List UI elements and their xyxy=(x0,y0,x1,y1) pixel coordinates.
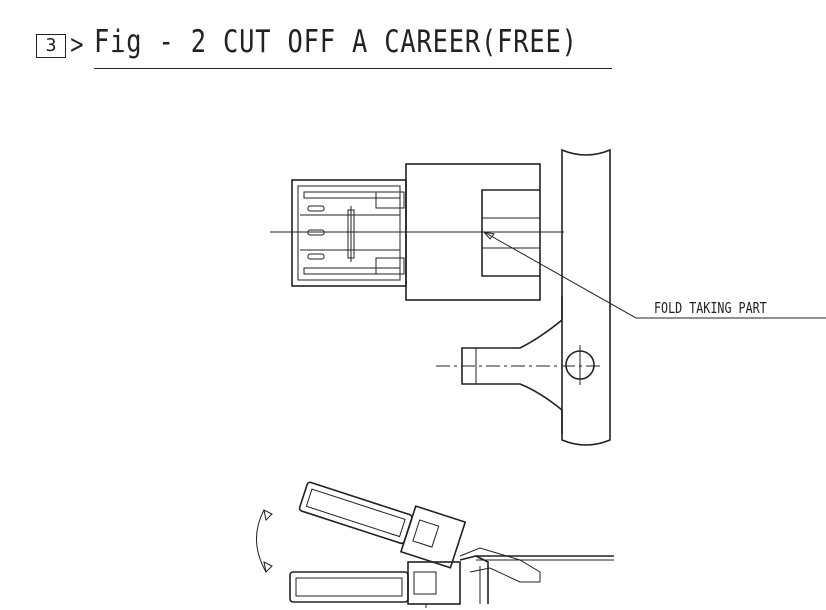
step-number: 3 xyxy=(45,35,57,56)
callout-label: FOLD TAKING PART xyxy=(654,299,767,317)
step-number-box: 3 xyxy=(36,34,66,58)
bending-side-view xyxy=(255,481,614,608)
bend-arrow-icon xyxy=(255,509,267,573)
figure-title: Fig - 2 CUT OFF A CAREER(FREE) xyxy=(94,24,578,60)
callout-leader xyxy=(483,231,826,319)
step-arrow-icon: > xyxy=(69,30,85,60)
fold-slot xyxy=(481,189,540,277)
connector-housing xyxy=(291,179,407,287)
pin xyxy=(307,205,325,212)
pin xyxy=(307,253,325,260)
title-underline xyxy=(94,68,612,69)
carrier-strip xyxy=(461,148,611,446)
